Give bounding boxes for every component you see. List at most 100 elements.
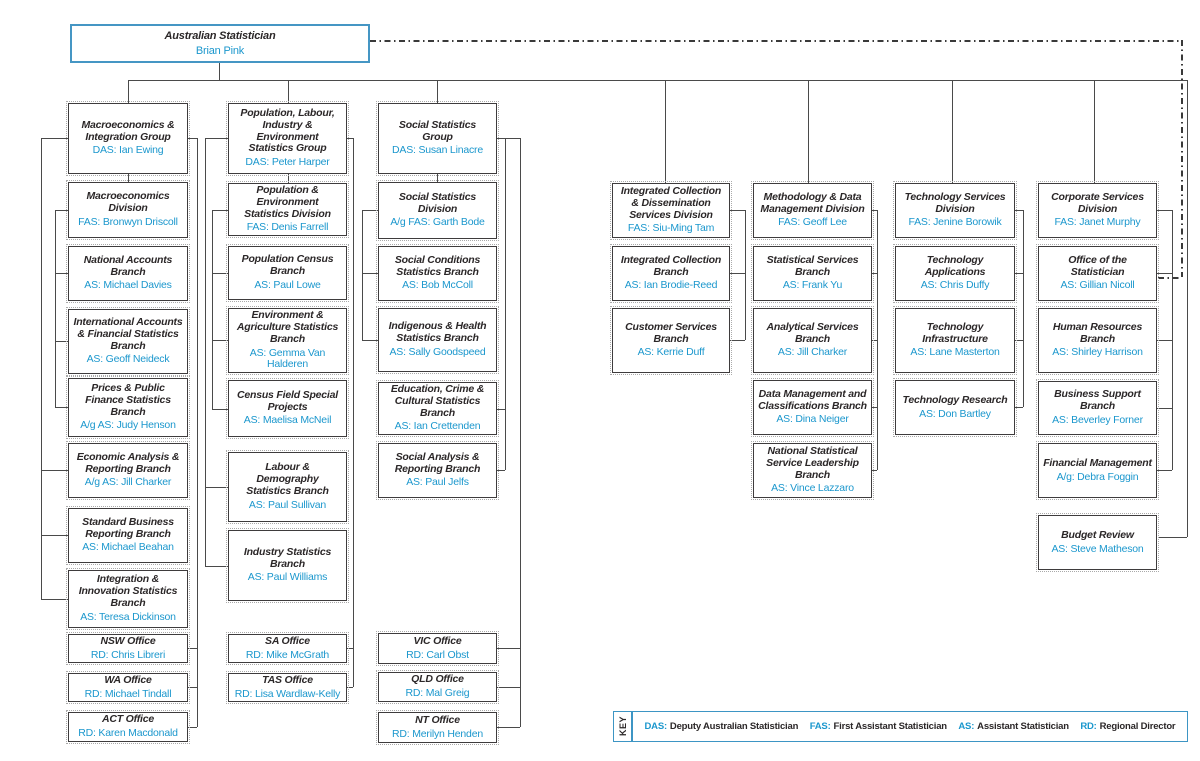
- org-box-title: ACT Office: [101, 713, 155, 726]
- connector-line: [197, 138, 199, 727]
- connector-line: [128, 80, 130, 103]
- connector-line: [347, 687, 353, 689]
- connector-line: [188, 138, 197, 140]
- org-box-title: TAS Office: [262, 673, 313, 686]
- org-box-title: National Accounts Branch: [83, 253, 173, 278]
- connector-line: [353, 138, 355, 687]
- org-box-australian-statistician: Australian Statistician Brian Pink: [70, 24, 370, 63]
- org-box-person: RD: Chris Libreri: [90, 648, 166, 661]
- connector-line: [205, 487, 228, 489]
- connector-line: [362, 210, 364, 340]
- org-box-title: Environment & Agriculture Statistics Bra…: [236, 308, 339, 345]
- org-box-title: Population, Labour, Industry & Environme…: [240, 106, 335, 155]
- org-box-person: RD: Mal Greig: [405, 687, 470, 700]
- connector-line: [362, 273, 378, 275]
- connector-line: [362, 210, 378, 212]
- org-box-person: AS: Paul Jelfs: [406, 476, 469, 489]
- key-desc: Regional Director: [1099, 721, 1176, 732]
- org-box-population-labour-industry-and-environment-stati: Population, Labour, Industry & Environme…: [226, 101, 349, 176]
- org-box-person: RD: Lisa Wardlaw-Kelly: [234, 687, 341, 700]
- org-box-person: AS: Michael Davies: [84, 279, 172, 292]
- connector-line: [437, 80, 439, 103]
- org-box-person: FAS: Geoff Lee: [778, 216, 847, 229]
- key-desc: Assistant Statistician: [977, 721, 1069, 732]
- connector-line: [205, 566, 228, 568]
- org-box-person: FAS: Jenine Borowik: [908, 216, 1002, 229]
- key-abbr: RD:: [1080, 721, 1097, 732]
- connector-line: [730, 210, 745, 212]
- org-box-title: Social Conditions Statistics Branch: [394, 253, 481, 278]
- key-entry-fas: FAS: First Assistant Statistician: [810, 721, 947, 732]
- org-box-person: AS: Geoff Neideck: [86, 353, 170, 366]
- connector-line: [41, 535, 68, 537]
- key-desc: First Assistant Statistician: [833, 721, 948, 732]
- connector-line: [288, 174, 290, 183]
- connector-line: [730, 273, 745, 275]
- connector-line: [212, 273, 228, 275]
- connector-line: [1094, 80, 1096, 183]
- connector-line: [497, 409, 505, 411]
- org-box-title: Social Statistics Group: [398, 118, 477, 143]
- org-box-title: Technology Services Division: [904, 190, 1006, 215]
- org-box-integration-and-innovation-statistics-branch: Integration & Innovation Statistics Bran…: [66, 568, 190, 630]
- org-box-person: AS: Frank Yu: [782, 279, 843, 292]
- org-box-person: AS: Lane Masterton: [910, 346, 1000, 359]
- org-box-title: Office of the Statistician: [1068, 253, 1127, 278]
- org-box-title: NT Office: [415, 713, 460, 726]
- org-box-person: AS: Michael Beahan: [82, 541, 174, 554]
- connector-line: [497, 648, 520, 650]
- org-box-title: Customer Services Branch: [625, 320, 717, 345]
- connector-line: [1157, 273, 1172, 275]
- org-box-person: DAS: Ian Ewing: [92, 144, 164, 157]
- connector-line: [212, 210, 228, 212]
- connector-line: [55, 341, 68, 343]
- org-box-person: AS: Teresa Dickinson: [80, 610, 176, 623]
- org-box-title: NSW Office: [100, 634, 156, 647]
- connector-line: [1015, 340, 1023, 342]
- connector-line: [1015, 407, 1023, 409]
- org-box-person: AS: Vince Lazzaro: [771, 482, 854, 495]
- connector-line: [872, 470, 877, 472]
- key-entry-rd: RD: Regional Director: [1080, 721, 1175, 732]
- connector-line: [188, 648, 197, 650]
- org-box-person: AS: Ian Crettenden: [394, 420, 481, 433]
- org-box-title: Human Resources Branch: [1052, 320, 1143, 345]
- connector-line: [497, 470, 505, 472]
- connector-line: [41, 599, 68, 601]
- org-box-title: Education, Crime & Cultural Statistics B…: [390, 382, 485, 419]
- org-box-title: SA Office: [265, 634, 310, 647]
- org-box-prices-and-public-finance-statistics-branch: Prices & Public Finance Statistics Branc…: [66, 376, 190, 439]
- org-box-person: AS: Dina Neiger: [776, 413, 849, 426]
- connector-line: [952, 80, 954, 183]
- connector-line: [1187, 80, 1189, 537]
- org-box-title: WA Office: [104, 673, 152, 686]
- org-box-person: FAS: Denis Farrell: [246, 221, 329, 234]
- org-box-title: Budget Review: [1061, 528, 1134, 541]
- key-label: KEY: [617, 716, 628, 737]
- org-box-title: Social Statistics Division: [398, 190, 477, 215]
- connector-line: [745, 210, 747, 340]
- org-box-title: International Accounts & Financial Stati…: [73, 315, 183, 352]
- key-entry-das: DAS: Deputy Australian Statistician: [645, 721, 799, 732]
- org-box-person: AS: Kerrie Duff: [637, 346, 705, 359]
- org-box-title: Census Field Special Projects: [236, 388, 339, 413]
- org-box-person: RD: Karen Macdonald: [78, 727, 178, 740]
- connector-line: [872, 210, 877, 212]
- connector-line: [188, 727, 197, 729]
